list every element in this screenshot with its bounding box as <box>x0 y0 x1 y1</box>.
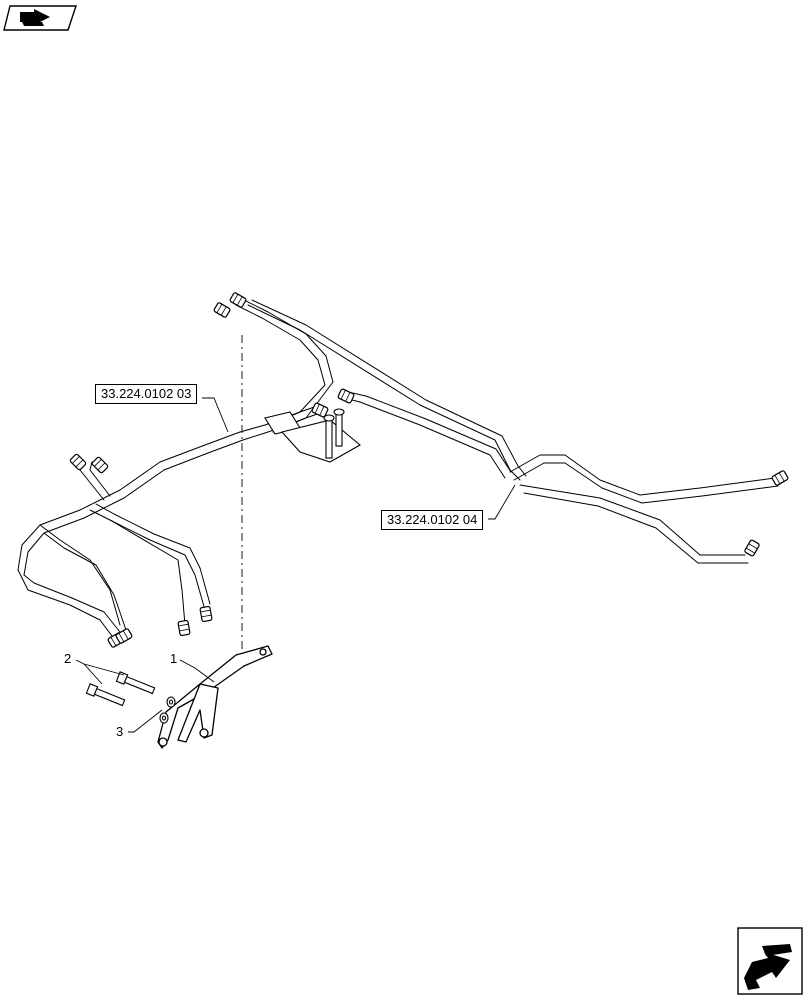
callout-1[interactable]: 1 <box>170 651 178 666</box>
next-page-arrow-icon[interactable] <box>3 5 77 31</box>
reference-link-33-224-0102-04[interactable]: 33.224.0102 04 <box>381 510 484 530</box>
reference-link-33-224-0102-03[interactable]: 33.224.0102 03 <box>95 384 198 404</box>
washers-part[interactable] <box>159 696 176 724</box>
bracket-part[interactable] <box>157 645 273 749</box>
pipe-fittings <box>68 291 790 649</box>
pipe-clamp-block <box>264 408 361 463</box>
callout-3[interactable]: 3 <box>116 724 124 739</box>
hydraulic-pipe-harness <box>17 297 779 641</box>
leader-lines <box>75 397 516 733</box>
callout-2[interactable]: 2 <box>64 651 72 666</box>
previous-page-arrow-icon[interactable] <box>737 927 803 995</box>
bolts-part[interactable] <box>85 671 156 708</box>
